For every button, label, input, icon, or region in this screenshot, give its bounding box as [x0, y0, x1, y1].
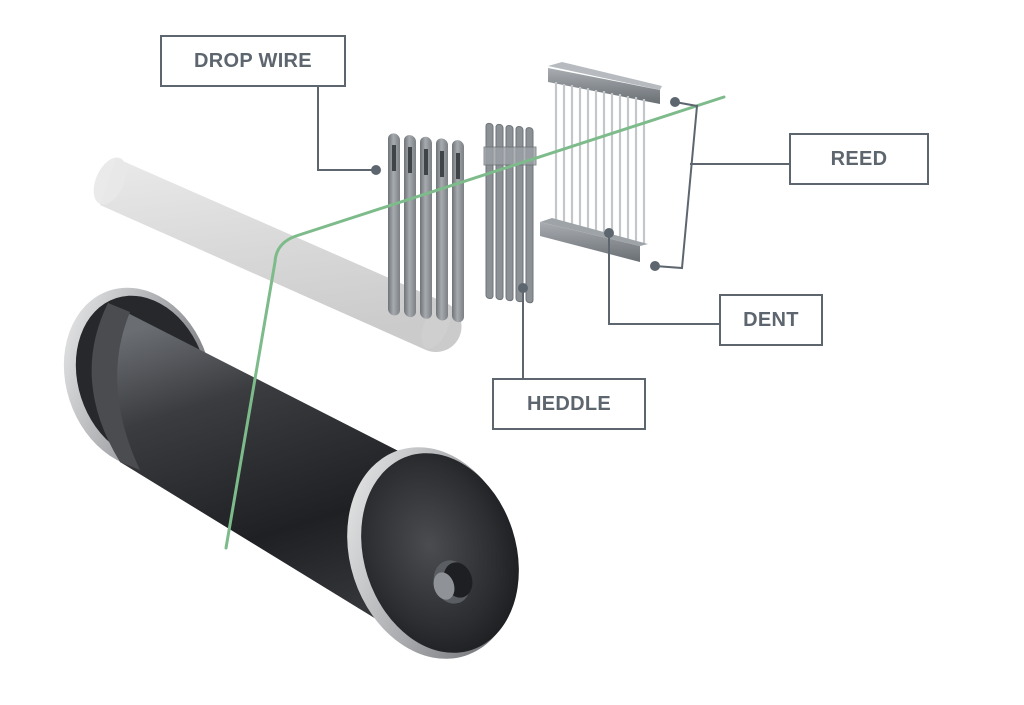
dent-label: DENT: [719, 294, 823, 346]
heddle-icon: [483, 122, 537, 304]
leader-lines: [317, 87, 789, 378]
warp-beam-icon: [63, 287, 519, 659]
drop-wire-icon: [388, 133, 464, 323]
dent-leader: [608, 233, 719, 325]
heddle-label: HEDDLE: [492, 378, 646, 430]
reed-leader: [654, 101, 699, 270]
reed-icon: [540, 62, 662, 262]
drop-wire-label: DROP WIRE: [160, 35, 346, 87]
reed-label: REED: [789, 133, 929, 185]
leader-dots: [371, 97, 680, 293]
drop-wire-leader: [317, 87, 376, 171]
warp-yarn-icon: [224, 95, 726, 550]
